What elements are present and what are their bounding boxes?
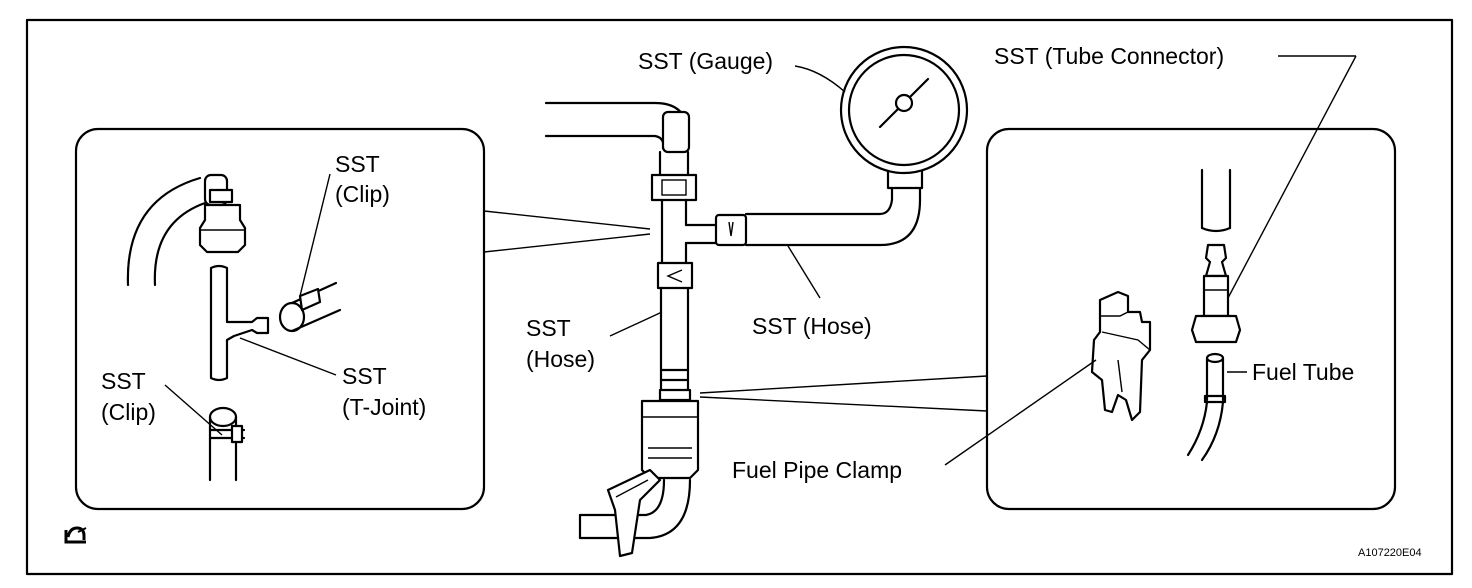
outer-border (25, 18, 1454, 576)
center-nut (650, 173, 698, 202)
left-inset-hose-band (208, 188, 234, 204)
label-sst-hose-right: SST (Hose) (752, 313, 872, 339)
center-elbow-fitting (661, 110, 691, 154)
gauge-pivot (894, 93, 914, 113)
left-inset-top-clip (298, 287, 322, 312)
leader-gauge (794, 65, 846, 93)
right-inset-fuel-tube-curve (1186, 400, 1225, 462)
right-inset-tube-connector-body (1202, 274, 1230, 318)
right-inset-tube-connector-nut (1190, 314, 1242, 344)
label-sst-gauge: SST (Gauge) (638, 48, 774, 74)
gauge-hose-connector (714, 213, 748, 247)
leader-tjoint (239, 337, 337, 376)
right-inset-clamp-detail-1 (1099, 300, 1129, 317)
label-sst-tube-connector: SST (Tube Connector) (994, 43, 1225, 69)
label-fuel-tube: Fuel Tube (1252, 359, 1355, 385)
label-sst-clip-bottom-2: (Clip) (101, 399, 156, 425)
gauge-dial-inner (847, 53, 961, 167)
center-nut-inner (661, 179, 687, 196)
label-sst-clip-bottom-1: SST (101, 368, 146, 394)
bottom-clamp (606, 468, 662, 558)
leader-tube-connector (1227, 55, 1357, 299)
label-sst-clip-top-2: (Clip) (335, 181, 390, 207)
left-inset-nut (198, 203, 247, 254)
left-inset-bottom-hose-top (208, 406, 238, 428)
right-inset-clamp-detail-3 (1117, 359, 1123, 393)
right-inset-fuel-tube-top (1205, 352, 1225, 364)
leader-fuel-pipe-clamp (944, 359, 1097, 466)
lower-clip-arrow (666, 269, 683, 283)
figure-id: A107220E04 (1358, 547, 1422, 559)
left-inset-box (74, 127, 486, 511)
label-sst-hose-left-2: (Hose) (526, 346, 596, 372)
leader-top-clip (299, 173, 331, 297)
connector-arrow-mark (728, 221, 734, 237)
lower-hose-end (658, 388, 692, 402)
left-inset-tjoint (209, 264, 270, 382)
lower-hose-clip (656, 261, 694, 290)
leader-right-hose (787, 245, 821, 299)
quick-connector-body (640, 399, 700, 480)
right-inset-upper-tube-bottom (1200, 226, 1232, 233)
right-inset-fuel-pipe-clamp (1090, 290, 1152, 422)
right-inset-tube-connector-barb (1204, 243, 1228, 278)
right-callout-line-bottom (699, 396, 988, 412)
left-inset-bottom-clip-tab (230, 424, 244, 444)
label-sst-hose-left-1: SST (526, 315, 571, 341)
reuse-symbol-icon (64, 526, 87, 544)
leader-left-hose (609, 311, 663, 337)
right-inset-clamp-detail-2 (1101, 331, 1151, 351)
bottom-clamp-inner (615, 479, 649, 498)
right-inset-box (985, 127, 1397, 511)
label-sst-tjoint-2: (T-Joint) (342, 394, 427, 420)
label-sst-clip-top-1: SST (335, 151, 380, 177)
label-sst-tjoint-1: SST (342, 363, 387, 389)
leader-bottom-clip (164, 384, 223, 436)
label-fuel-pipe-clamp: Fuel Pipe Clamp (732, 457, 903, 483)
left-callout-line-top (483, 210, 651, 230)
left-inset-curved-hose (126, 176, 207, 287)
left-callout-line-bottom (483, 233, 651, 253)
right-callout-line-top (699, 375, 988, 394)
right-inset-fuel-tube-band (1203, 394, 1227, 404)
gauge-hose (744, 186, 922, 247)
